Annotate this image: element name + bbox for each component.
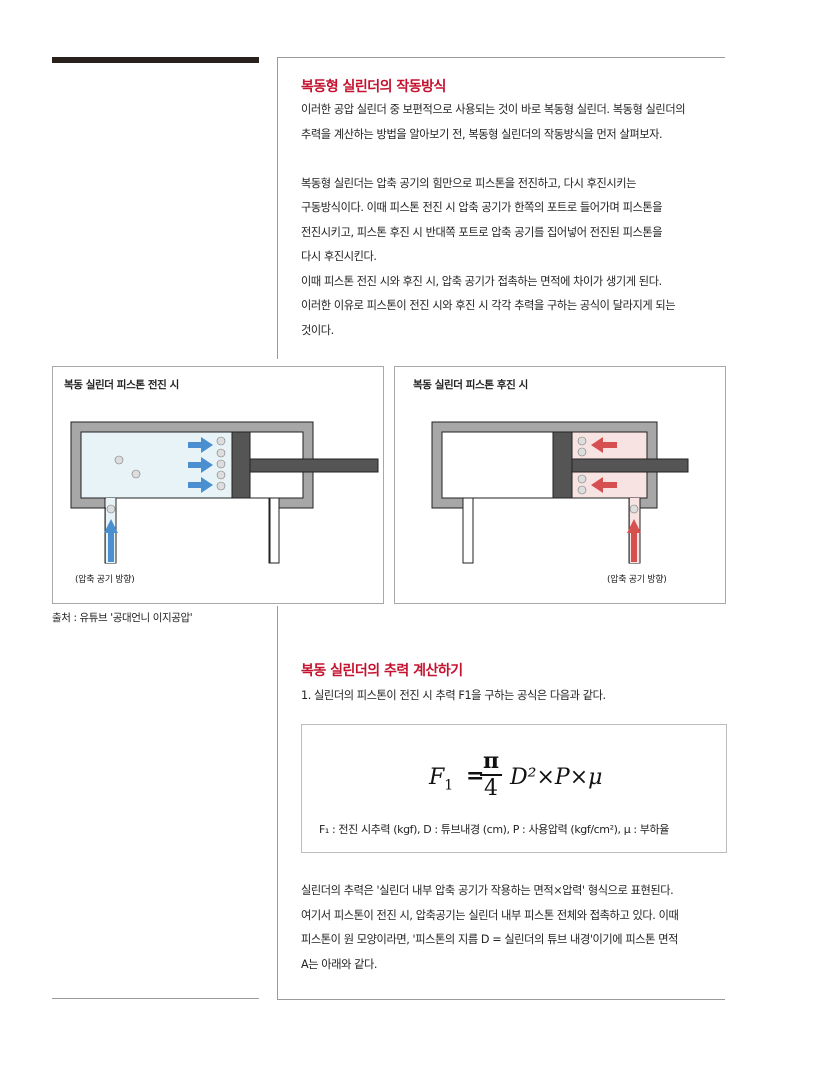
figure-advance-panel: 복동 실린더 피스톤 전진 시 (압축 공 [52, 366, 384, 604]
formula-lhs-subscript: 1 [444, 777, 454, 794]
formula-box: F1 = π 4 D²×P×μ F₁ : 전진 시추력 (kgf), D : 튜… [301, 724, 727, 853]
divider-top [277, 57, 725, 58]
cylinder-retract-diagram [431, 421, 689, 564]
figure-source: 출처 : 유튜브 '공대언니 이지공압' [52, 612, 193, 624]
inlet-arrow [104, 519, 118, 562]
formula-fraction: π 4 [480, 749, 502, 801]
text-line: 여기서 피스톤이 전진 시, 압축공기는 실린더 내부 피스톤 전체와 접촉하고… [301, 908, 679, 922]
text-line: 복동형 실린더는 압축 공기의 힘만으로 피스톤을 전진하고, 다시 후진시키는 [301, 176, 637, 190]
formula-equals: = [466, 763, 485, 789]
piston-rod [571, 458, 689, 473]
text-line: 것이다. [301, 323, 334, 337]
fraction-bar [480, 774, 502, 776]
divider-vertical-top [277, 57, 278, 359]
section2-body: 실린더의 추력은 '실린더 내부 압축 공기가 작용하는 면적×압력' 형식으로… [301, 879, 679, 977]
formula-denominator: 4 [484, 775, 498, 801]
formula-lhs: F1 [429, 765, 453, 793]
text-line: A는 아래와 같다. [301, 957, 378, 971]
text-line [301, 147, 685, 172]
divider-bottom-right [277, 999, 725, 1000]
formula-rhs: D²×P×μ [510, 765, 603, 790]
text-line: 피스톤이 원 모양이라면, '피스톤의 지름 D = 실린더의 튜브 내경'이기… [301, 933, 678, 946]
figure-retract-caption: (압축 공기 방향) [607, 575, 667, 585]
figure-retract-title: 복동 실린더 피스톤 후진 시 [413, 379, 528, 391]
section1-body: 이러한 공압 실린더 중 보편적으로 사용되는 것이 바로 복동형 실린더. 복… [301, 98, 686, 343]
text-line: 이때 피스톤 전진 시와 후진 시, 압축 공기가 접촉하는 면적에 차이가 생… [301, 274, 662, 288]
piston-rod [249, 458, 379, 473]
formula-legend: F₁ : 전진 시추력 (kgf), D : 튜브내경 (cm), P : 사용… [319, 823, 669, 836]
figure-advance-title: 복동 실린더 피스톤 전진 시 [64, 379, 179, 391]
figure-retract-panel: 복동 실린더 피스톤 후진 시 (압축 공기 방향) [394, 366, 726, 604]
divider-bottom-left [52, 998, 259, 999]
divider-vertical-bottom [277, 606, 278, 1000]
inlet-arrow [627, 519, 641, 562]
section2-title: 복동 실린더의 추력 계산하기 [301, 663, 463, 679]
text-line: 전진시키고, 피스톤 후진 시 반대쪽 포트로 압축 공기를 집어넣어 전진된 … [301, 225, 663, 239]
text-line: 이러한 이유로 피스톤이 전진 시와 후진 시 각각 추력을 구하는 공식이 달… [301, 299, 676, 312]
piston [552, 431, 573, 499]
figure-advance-caption: (압축 공기 방향) [75, 575, 135, 585]
piston [231, 431, 251, 499]
top-accent-bar [52, 57, 259, 63]
text-line: 실린더의 추력은 '실린더 내부 압축 공기가 작용하는 면적×압력' 형식으로… [301, 884, 674, 897]
formula-lhs-symbol: F [429, 765, 445, 790]
section2-intro: 1. 실린더의 피스톤이 전진 시 추력 F1을 구하는 공식은 다음과 같다. [301, 689, 606, 702]
text-line: 구동방식이다. 이때 피스톤 전진 시 압축 공기가 한쪽의 포트로 들어가며 … [301, 201, 663, 214]
formula-numerator: π [482, 748, 500, 774]
text-line: 추력을 계산하는 방법을 알아보기 전, 복동형 실린더의 작동방식을 먼저 살… [301, 127, 663, 141]
text-line: 다시 후진시킨다. [301, 250, 377, 263]
text-line: 이러한 공압 실린더 중 보편적으로 사용되는 것이 바로 복동형 실린더. 복… [301, 103, 686, 116]
section1-title: 복동형 실린더의 작동방식 [301, 79, 446, 95]
cylinder-advance-diagram [70, 421, 379, 564]
